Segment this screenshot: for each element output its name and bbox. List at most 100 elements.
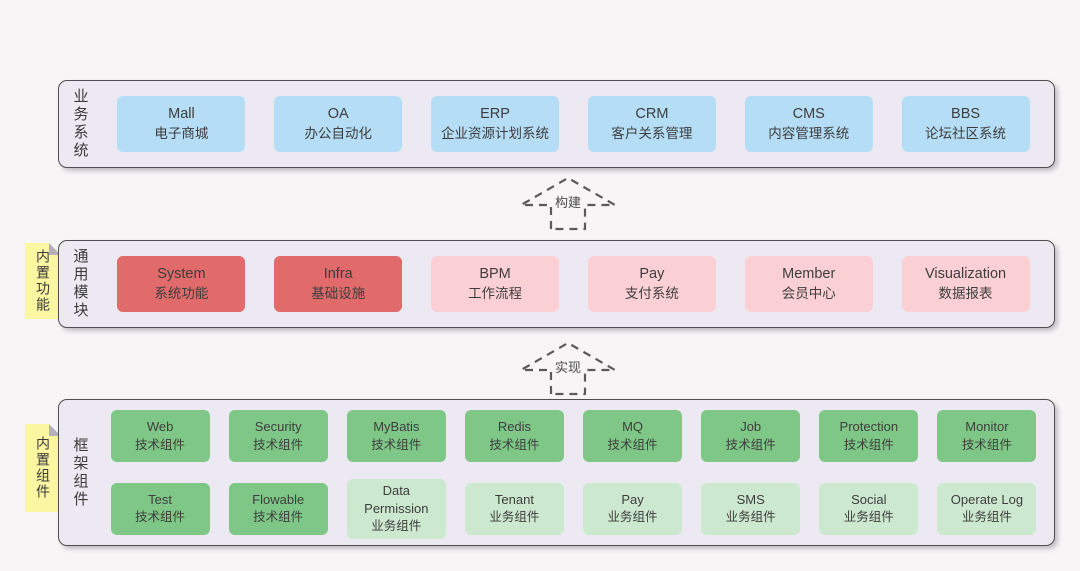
note-label: 内置组件 bbox=[35, 436, 51, 500]
box-subtitle: 论坛社区系统 bbox=[925, 125, 1007, 141]
note-built-in-components: 内置组件 bbox=[25, 424, 61, 512]
box-title: Visualization bbox=[924, 266, 1007, 283]
box-title: Security bbox=[254, 419, 302, 435]
box-subtitle: 会员中心 bbox=[781, 285, 836, 301]
panel-business-systems: 业务系统 Mall 电子商城 OA 办公自动化 ERP 企业资源计划系统 CRM… bbox=[58, 80, 1055, 168]
box-subtitle: 技术组件 bbox=[607, 437, 658, 452]
box-subtitle: 基础设施 bbox=[311, 285, 366, 301]
box-tenant: Tenant 业务组件 bbox=[464, 482, 564, 535]
box-subtitle: 数据报表 bbox=[938, 285, 993, 301]
box-title: Operate Log bbox=[950, 491, 1024, 507]
box-cms: CMS 内容管理系统 bbox=[744, 96, 873, 152]
box-social: Social 业务组件 bbox=[819, 482, 919, 535]
box-title: Infra bbox=[323, 266, 353, 283]
modules-boxes-row: System 系统功能 Infra 基础设施 BPM 工作流程 Pay 支付系统… bbox=[101, 241, 1054, 327]
up-arrow-icon bbox=[519, 176, 617, 231]
box-title: Redis bbox=[497, 419, 532, 435]
box-title: BPM bbox=[479, 266, 511, 283]
box-subtitle: 系统功能 bbox=[154, 285, 209, 301]
box-subtitle: 技术组件 bbox=[135, 510, 186, 525]
box-title: Flowable bbox=[252, 491, 305, 507]
box-subtitle: 企业资源计划系统 bbox=[441, 125, 550, 141]
note-label: 内置功能 bbox=[35, 249, 51, 313]
box-sms: SMS 业务组件 bbox=[701, 482, 801, 535]
panel-business-label: 业务系统 bbox=[71, 88, 89, 160]
implement-arrow-label: 实现 bbox=[552, 357, 584, 376]
box-title: Monitor bbox=[965, 419, 1009, 435]
panel-common-modules: 通用模块 System 系统功能 Infra 基础设施 BPM 工作流程 Pay… bbox=[58, 240, 1055, 328]
box-security: Security 技术组件 bbox=[228, 410, 328, 463]
box-subtitle: 技术组件 bbox=[843, 437, 894, 452]
box-title: BBS bbox=[951, 106, 981, 123]
box-mall: Mall 电子商城 bbox=[117, 96, 246, 152]
build-arrow: 构建 bbox=[518, 175, 618, 233]
box-title: Mall bbox=[168, 106, 195, 123]
box-mybatis: MyBatis 技术组件 bbox=[346, 410, 446, 463]
box-subtitle: 支付系统 bbox=[624, 285, 679, 301]
box-title: CMS bbox=[792, 106, 825, 123]
box-job: Job 技术组件 bbox=[701, 410, 801, 463]
box-subtitle: 业务组件 bbox=[371, 519, 422, 534]
box-title: MQ bbox=[622, 419, 644, 435]
box-subtitle: 客户关系管理 bbox=[611, 125, 693, 141]
box-subtitle: 技术组件 bbox=[253, 510, 304, 525]
box-bpm: BPM 工作流程 bbox=[431, 256, 560, 312]
box-monitor: Monitor 技术组件 bbox=[937, 410, 1037, 463]
box-subtitle: 业务组件 bbox=[489, 510, 540, 525]
box-subtitle: 技术组件 bbox=[135, 437, 186, 452]
box-test: Test 技术组件 bbox=[110, 482, 210, 535]
box-pay-component: Pay 业务组件 bbox=[583, 482, 683, 535]
box-redis: Redis 技术组件 bbox=[464, 410, 564, 463]
box-subtitle: 电子商城 bbox=[154, 125, 209, 141]
box-subtitle: 技术组件 bbox=[961, 437, 1012, 452]
box-title: Web bbox=[146, 419, 174, 435]
box-subtitle: 工作流程 bbox=[468, 285, 523, 301]
box-title: SMS bbox=[736, 491, 765, 507]
box-subtitle: 技术组件 bbox=[253, 437, 304, 452]
box-title: Pay bbox=[621, 491, 644, 507]
box-title: System bbox=[157, 266, 206, 283]
box-member: Member 会员中心 bbox=[744, 256, 873, 312]
box-operate-log: Operate Log 业务组件 bbox=[937, 482, 1037, 535]
box-subtitle: 技术组件 bbox=[725, 437, 776, 452]
box-visualization: Visualization 数据报表 bbox=[901, 256, 1030, 312]
box-title: MyBatis bbox=[373, 419, 420, 435]
box-subtitle: 技术组件 bbox=[371, 437, 422, 452]
up-arrow-icon bbox=[519, 341, 617, 396]
build-arrow-label: 构建 bbox=[552, 192, 584, 211]
box-subtitle: 办公自动化 bbox=[304, 125, 372, 141]
box-subtitle: 业务组件 bbox=[961, 510, 1012, 525]
box-title: Job bbox=[740, 419, 762, 435]
components-row-1: Web 技术组件 Security 技术组件 MyBatis 技术组件 Redi… bbox=[101, 400, 1054, 473]
box-title: CRM bbox=[635, 106, 669, 123]
box-subtitle: 业务组件 bbox=[607, 510, 658, 525]
box-oa: OA 办公自动化 bbox=[274, 96, 403, 152]
box-erp: ERP 企业资源计划系统 bbox=[431, 96, 560, 152]
box-data-permission: Data Permission 业务组件 bbox=[346, 478, 446, 539]
components-row-2: Test 技术组件 Flowable 技术组件 Data Permission … bbox=[101, 473, 1054, 546]
box-mq: MQ 技术组件 bbox=[583, 410, 683, 463]
box-subtitle: 业务组件 bbox=[843, 510, 894, 525]
implement-arrow: 实现 bbox=[518, 340, 618, 398]
box-title: Pay bbox=[639, 266, 665, 283]
business-boxes-row: Mall 电子商城 OA 办公自动化 ERP 企业资源计划系统 CRM 客户关系… bbox=[101, 81, 1054, 167]
box-title: ERP bbox=[480, 106, 510, 123]
box-title: Test bbox=[148, 491, 172, 507]
box-infra: Infra 基础设施 bbox=[274, 256, 403, 312]
box-title: Tenant bbox=[494, 491, 534, 507]
box-title: Social bbox=[851, 491, 887, 507]
box-subtitle: 内容管理系统 bbox=[768, 125, 850, 141]
box-system: System 系统功能 bbox=[117, 256, 246, 312]
panel-framework-components: 框架组件 Web 技术组件 Security 技术组件 MyBatis 技术组件… bbox=[58, 399, 1055, 546]
box-title: Protection bbox=[839, 419, 899, 435]
box-subtitle: 业务组件 bbox=[725, 510, 776, 525]
box-bbs: BBS 论坛社区系统 bbox=[901, 96, 1030, 152]
box-web: Web 技术组件 bbox=[110, 410, 210, 463]
box-crm: CRM 客户关系管理 bbox=[587, 96, 716, 152]
components-boxes: Web 技术组件 Security 技术组件 MyBatis 技术组件 Redi… bbox=[101, 400, 1054, 545]
box-protection: Protection 技术组件 bbox=[819, 410, 919, 463]
note-built-in-features: 内置功能 bbox=[25, 243, 61, 319]
box-title: Data Permission bbox=[364, 482, 429, 516]
panel-components-label: 框架组件 bbox=[71, 436, 89, 509]
box-title: Member bbox=[782, 266, 836, 283]
